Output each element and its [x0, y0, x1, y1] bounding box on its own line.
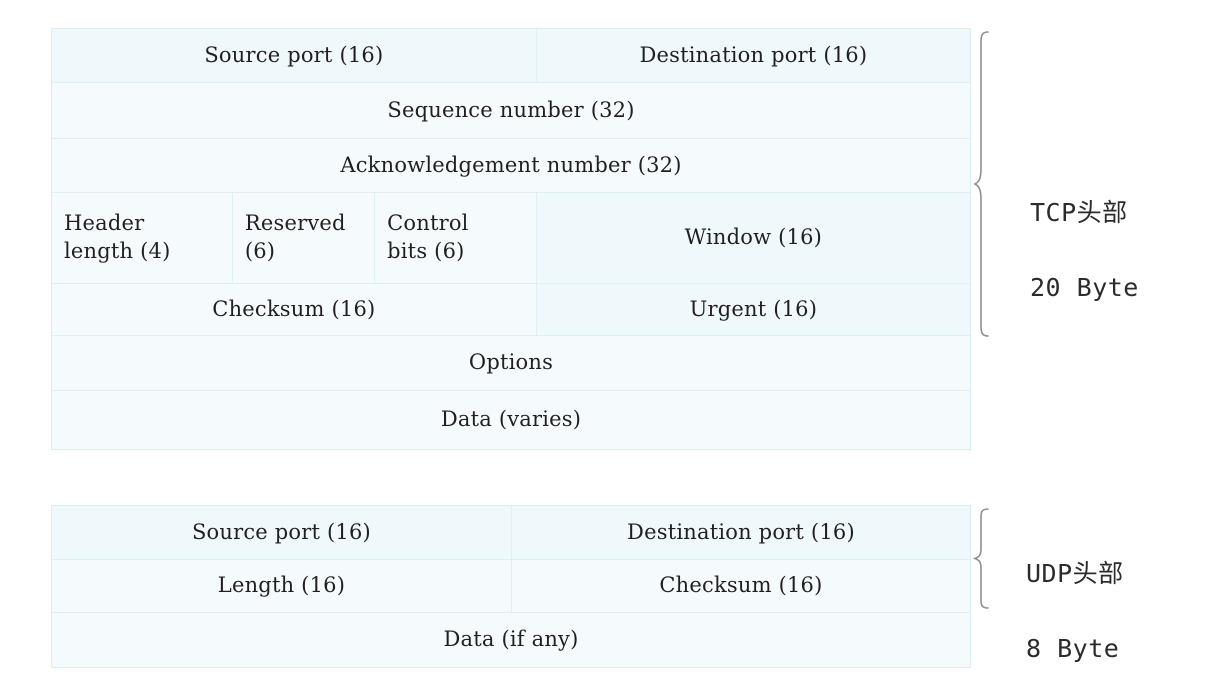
- table-row: Checksum (16) Urgent (16): [52, 284, 970, 336]
- table-row: Source port (16) Destination port (16): [52, 29, 970, 83]
- cell-destination-port: Destination port (16): [511, 506, 970, 559]
- udp-brace-icon: [972, 507, 996, 610]
- cell-destination-port: Destination port (16): [536, 29, 970, 82]
- table-row: Sequence number (32): [52, 83, 970, 139]
- cell-source-port: Source port (16): [52, 29, 537, 82]
- udp-caption: UDP头部 8 Byte: [1026, 517, 1124, 699]
- tcp-brace-icon: [973, 30, 996, 338]
- cell-data: Data (varies): [52, 391, 970, 449]
- table-row: Options: [52, 336, 970, 391]
- table-row: Header length (4) Reserved (6) Control b…: [52, 193, 970, 284]
- cell-control-bits: Control bits (6): [375, 193, 537, 283]
- udp-header-table: Source port (16) Destination port (16) L…: [51, 505, 971, 668]
- cell-header-length: Header length (4): [52, 193, 233, 283]
- table-row: Data (varies): [52, 391, 970, 449]
- tcp-caption-name: TCP头部: [1030, 197, 1128, 227]
- cell-checksum: Checksum (16): [511, 560, 970, 612]
- cell-source-port: Source port (16): [52, 506, 512, 559]
- table-row: Data (if any): [52, 613, 970, 667]
- cell-reserved: Reserved (6): [232, 193, 376, 283]
- table-row: Length (16) Checksum (16): [52, 560, 970, 613]
- tcp-header-table: Source port (16) Destination port (16) S…: [51, 28, 971, 450]
- tcp-caption-size: 20 Byte: [1030, 272, 1139, 302]
- tcp-caption: TCP头部 20 Byte: [1030, 156, 1139, 344]
- cell-options: Options: [52, 336, 970, 390]
- cell-length: Length (16): [52, 560, 512, 612]
- cell-window: Window (16): [536, 193, 970, 283]
- udp-caption-name: UDP头部: [1026, 558, 1124, 588]
- cell-acknowledgement-number: Acknowledgement number (32): [52, 139, 970, 192]
- cell-urgent: Urgent (16): [536, 284, 970, 335]
- cell-data: Data (if any): [52, 613, 970, 667]
- cell-sequence-number: Sequence number (32): [52, 83, 970, 138]
- udp-caption-size: 8 Byte: [1026, 633, 1120, 663]
- cell-checksum: Checksum (16): [52, 284, 537, 335]
- table-row: Source port (16) Destination port (16): [52, 506, 970, 560]
- table-row: Acknowledgement number (32): [52, 139, 970, 193]
